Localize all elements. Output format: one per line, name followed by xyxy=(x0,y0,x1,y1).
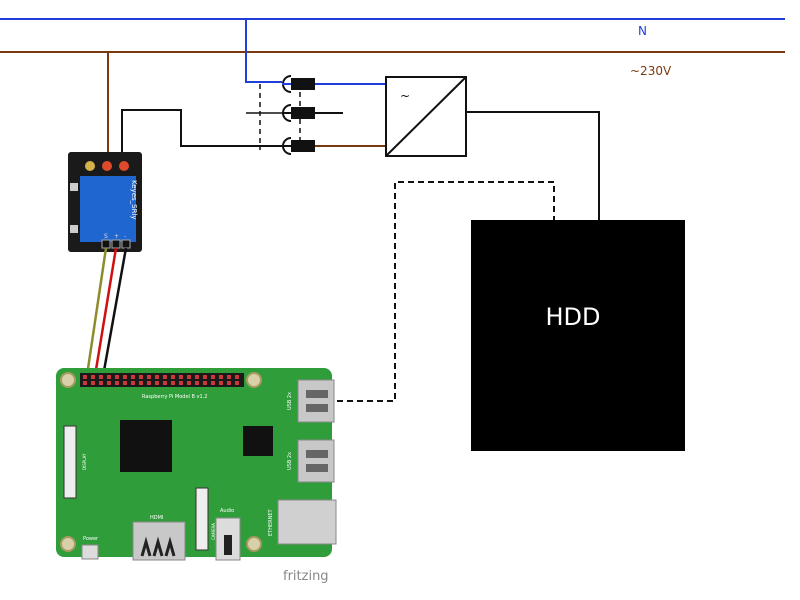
gpio-pin xyxy=(171,381,175,385)
gpio-pin xyxy=(211,381,215,385)
usb-port-1 xyxy=(297,379,335,423)
pi-board-text: Raspberry Pi Model B v1.2 xyxy=(142,394,207,400)
gpio-pin xyxy=(195,375,199,379)
gpio-pin xyxy=(187,375,191,379)
gpio-pin xyxy=(211,375,215,379)
gpio-pin xyxy=(147,375,151,379)
gpio-pin xyxy=(139,375,143,379)
raspberry-pi: Raspberry Pi Model B v1.2 USB 2x USB 2x … xyxy=(56,368,337,561)
mains-label: ~230V xyxy=(630,64,672,78)
power-label: Power xyxy=(83,536,99,542)
gpio-pin xyxy=(123,381,127,385)
pi-lan-chip xyxy=(243,426,273,456)
gpio-pin xyxy=(163,375,167,379)
usb-port-2 xyxy=(297,439,335,483)
gpio-pin xyxy=(219,375,223,379)
pi-soc-chip xyxy=(120,420,172,472)
gpio-pin xyxy=(187,381,191,385)
gpio-pin xyxy=(203,375,207,379)
audio-label: Audio xyxy=(220,508,234,514)
camera-label: CAMERA xyxy=(211,523,216,540)
psu-to-hdd-wire xyxy=(466,111,600,222)
wire-gnd xyxy=(100,247,128,383)
ethernet-label: ETHERNET xyxy=(268,508,274,536)
gpio-pin xyxy=(131,381,135,385)
gpio-pin xyxy=(163,381,167,385)
wire-signal xyxy=(84,247,108,383)
gpio-pin xyxy=(107,375,111,379)
ethernet-port xyxy=(277,499,337,545)
gpio-pin xyxy=(235,381,239,385)
gpio-pin xyxy=(139,381,143,385)
power-supply: ~ xyxy=(385,76,467,157)
gpio-pin xyxy=(227,375,231,379)
gpio-pin xyxy=(171,375,175,379)
gpio-pin xyxy=(219,381,223,385)
gpio-pin xyxy=(179,381,183,385)
hdd-box xyxy=(471,220,685,451)
relay-pin-s: S xyxy=(104,233,108,240)
relay-to-switch-wire xyxy=(121,109,282,168)
wire-vcc xyxy=(92,247,118,383)
relay-pin-plus: + xyxy=(114,233,119,240)
display-label: DISPLAY xyxy=(82,453,87,470)
gpio-pin xyxy=(83,381,87,385)
gpio-pin xyxy=(123,375,127,379)
relay-pin-minus: - xyxy=(124,233,126,240)
gpio-pin xyxy=(131,375,135,379)
camera-connector xyxy=(195,487,209,551)
relay-brand-text: Keyes_SRly xyxy=(130,180,138,220)
gpio-pin xyxy=(179,375,183,379)
gpio-pin xyxy=(227,381,231,385)
relay-module: Keyes_SRly S + - xyxy=(68,152,142,252)
gpio-pin xyxy=(83,375,87,379)
gpio-pin xyxy=(91,375,95,379)
power-port xyxy=(81,544,99,560)
usb-label-2: USB 2x xyxy=(287,452,293,470)
gpio-pin xyxy=(147,381,151,385)
gpio-pin xyxy=(99,375,103,379)
gpio-pin xyxy=(155,381,159,385)
gpio-pin xyxy=(115,375,119,379)
gpio-pin xyxy=(107,381,111,385)
gpio-pin xyxy=(115,381,119,385)
gpio-pin xyxy=(91,381,95,385)
display-connector xyxy=(63,425,77,499)
gpio-pin xyxy=(203,381,207,385)
gpio-pin xyxy=(99,381,103,385)
neutral-to-switch-wire xyxy=(245,19,282,83)
switch-contacts xyxy=(246,75,343,155)
gpio-pin xyxy=(235,375,239,379)
hdmi-label: HDMI xyxy=(150,515,163,521)
gpio-pin xyxy=(155,375,159,379)
gpio-pin xyxy=(195,381,199,385)
hdd-label: HDD xyxy=(545,303,600,331)
neutral-label: N xyxy=(638,24,647,38)
psu-ac-symbol: ~ xyxy=(400,89,410,103)
usb-label-1: USB 2x xyxy=(287,392,293,410)
fritzing-watermark: fritzing xyxy=(283,569,329,584)
